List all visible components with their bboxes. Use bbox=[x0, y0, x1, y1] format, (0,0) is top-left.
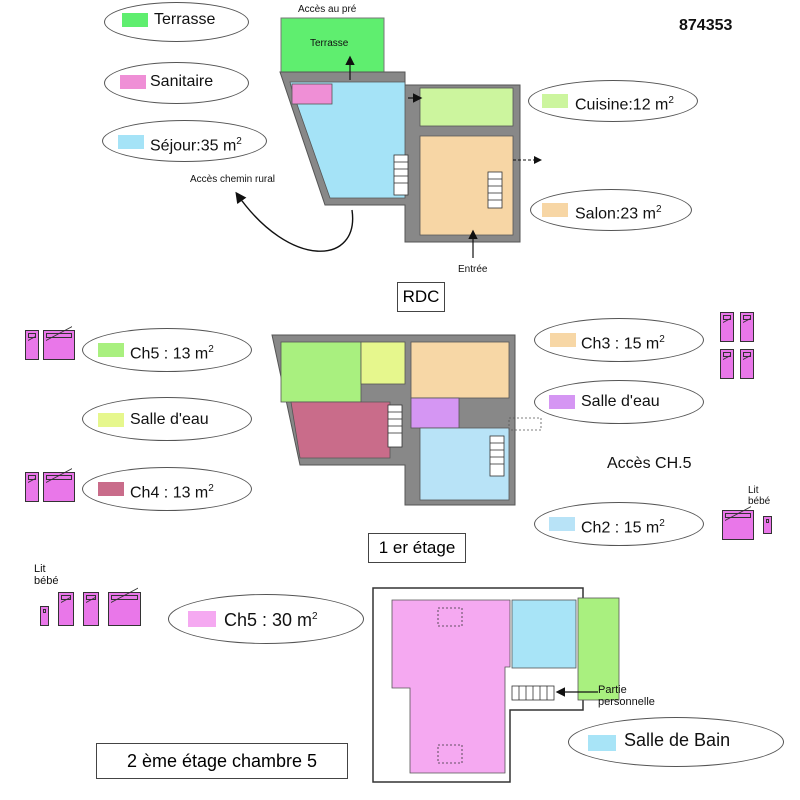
rdc-stairs bbox=[393, 154, 503, 209]
label-acces-au-pre: Accès au pré bbox=[298, 4, 357, 15]
label-acces-ch5: Accès CH.5 bbox=[607, 455, 692, 472]
rdc-sanitaire-area bbox=[291, 83, 333, 105]
etage2-partie-personnelle-area bbox=[577, 597, 620, 701]
swatch-ch4 bbox=[98, 482, 124, 496]
etage1-ch4-area bbox=[290, 401, 391, 459]
swatch-sanitaire bbox=[120, 75, 146, 89]
legend-ch5-top-label: Ch5 : 30 m2 bbox=[224, 610, 318, 630]
rdc-arrow-chemin-rural bbox=[235, 191, 354, 252]
swatch-salle-bain bbox=[588, 735, 616, 751]
beds-ch3-row1 bbox=[720, 312, 754, 342]
legend-salle-bain bbox=[568, 717, 784, 767]
beds-ch2 bbox=[722, 506, 772, 540]
etage1-ch3-area bbox=[410, 341, 510, 399]
label-lit-bebe-ch5: Lit bébé bbox=[34, 563, 59, 587]
etage2-stairs bbox=[511, 685, 555, 701]
swatch-salle-eau-left bbox=[98, 413, 124, 427]
swatch-sejour bbox=[118, 135, 144, 149]
beds-ch4 bbox=[25, 468, 75, 502]
legend-salle-eau-right-label: Salle d'eau bbox=[581, 393, 660, 410]
etage2-velux-1 bbox=[437, 607, 463, 627]
reference-number: 874353 bbox=[679, 17, 733, 34]
etage1-plan bbox=[271, 334, 542, 506]
swatch-salle-eau-right bbox=[549, 395, 575, 409]
etage2-ch5-area bbox=[391, 599, 511, 774]
bed-double-icon bbox=[43, 326, 75, 360]
bed-double-icon bbox=[108, 587, 141, 626]
rdc-salon-area bbox=[419, 135, 514, 236]
label-partie-personnelle: Partie personnelle bbox=[598, 684, 655, 708]
bed-single-icon bbox=[720, 349, 734, 379]
floor-title-rdc: RDC bbox=[397, 282, 445, 312]
beds-ch3-row2 bbox=[720, 349, 754, 379]
swatch-ch5-top bbox=[188, 611, 216, 627]
legend-cuisine-label: Cuisine:12 m2 bbox=[575, 95, 674, 114]
floor-title-etage1: 1 er étage bbox=[368, 533, 466, 563]
bed-baby-icon bbox=[763, 516, 772, 534]
legend-salle-eau-left bbox=[82, 397, 252, 441]
rdc-plan bbox=[235, 17, 542, 258]
legend-ch5-first-label: Ch5 : 13 m2 bbox=[130, 344, 214, 363]
bed-single-icon bbox=[740, 349, 754, 379]
bed-single-icon bbox=[58, 592, 74, 626]
etage2-plan bbox=[372, 587, 620, 783]
legend-salle-eau-left-label: Salle d'eau bbox=[130, 411, 209, 428]
legend-sejour-label: Séjour:35 m2 bbox=[150, 136, 242, 155]
bed-single-icon bbox=[720, 312, 734, 342]
beds-ch5-first bbox=[25, 326, 75, 360]
etage1-ch5-area bbox=[280, 341, 362, 403]
bed-double-icon bbox=[722, 506, 754, 540]
label-entree: Entrée bbox=[458, 264, 488, 275]
beds-ch5-top bbox=[40, 587, 141, 626]
legend-ch4-label: Ch4 : 13 m2 bbox=[130, 483, 214, 502]
etage1-salle-eau-right-area bbox=[410, 397, 460, 429]
swatch-ch2 bbox=[549, 517, 575, 531]
swatch-cuisine bbox=[542, 94, 568, 108]
swatch-salon bbox=[542, 203, 568, 217]
bed-single-icon bbox=[83, 592, 99, 626]
bed-double-icon bbox=[43, 468, 75, 502]
bed-single-icon bbox=[740, 312, 754, 342]
label-acces-chemin-rural: Accès chemin rural bbox=[190, 174, 276, 185]
label-lit-bebe-ch2: Lit bébé bbox=[748, 485, 771, 507]
bed-single-icon bbox=[25, 472, 39, 502]
swatch-ch5-first bbox=[98, 343, 124, 357]
floor-title-etage2: 2 ème étage chambre 5 bbox=[96, 743, 348, 779]
etage1-stairs bbox=[387, 404, 505, 477]
legend-ch2-label: Ch2 : 15 m2 bbox=[581, 518, 665, 537]
etage1-acces-ch5-stairs bbox=[508, 417, 542, 431]
etage2-salle-bain-area bbox=[511, 599, 577, 669]
legend-terrasse-label: Terrasse bbox=[154, 11, 216, 28]
legend-ch3-label: Ch3 : 15 m2 bbox=[581, 334, 665, 353]
legend-salle-bain-label: Salle de Bain bbox=[624, 730, 731, 750]
label-terrasse-plan: Terrasse bbox=[310, 38, 349, 49]
bed-baby-icon bbox=[40, 606, 49, 626]
etage2-velux-2 bbox=[437, 744, 463, 764]
legend-salon-label: Salon:23 m2 bbox=[575, 204, 662, 223]
swatch-ch3 bbox=[550, 333, 576, 347]
legend-ch3 bbox=[534, 318, 704, 362]
etage1-salle-eau-left-area bbox=[360, 341, 406, 385]
rdc-cuisine-area bbox=[419, 87, 514, 127]
legend-sanitaire-label: Sanitaire bbox=[150, 73, 214, 90]
bed-single-icon bbox=[25, 330, 39, 360]
swatch-terrasse bbox=[122, 13, 148, 27]
rdc-terrasse-area bbox=[280, 17, 385, 73]
